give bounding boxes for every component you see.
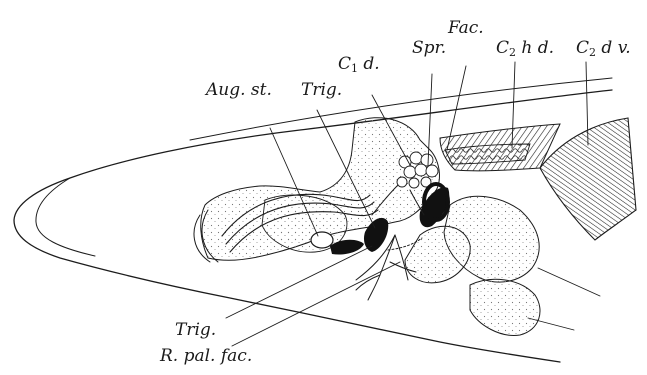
label-spr: Spr. <box>412 40 446 57</box>
label-c1d-main: C <box>338 54 351 74</box>
aug-st-eye-stalk <box>311 232 333 248</box>
label-c2dv-main: C <box>576 38 589 58</box>
label-c2hd: C2 h d. <box>496 40 554 58</box>
label-c2dv-rest: d v. <box>596 38 631 58</box>
label-trig-top: Trig. <box>301 82 342 99</box>
label-c2dv: C2 d v. <box>576 40 631 58</box>
label-c1d-sub: 1 <box>351 62 358 75</box>
label-trig-bottom: Trig. <box>175 322 216 339</box>
leader-right-upper <box>538 268 600 296</box>
label-fac: Fac. <box>448 20 484 37</box>
otic-lower-lobe <box>470 279 540 335</box>
label-c2hd-sub: 2 <box>509 46 516 59</box>
snout-inner-outline <box>36 178 95 256</box>
palatoquadrate <box>405 226 470 283</box>
label-c2hd-main: C <box>496 38 509 58</box>
label-c1d-rest: d. <box>358 54 380 74</box>
label-c2dv-sub: 2 <box>589 46 596 59</box>
label-r-pal-fac: R. pal. fac. <box>160 348 252 365</box>
label-c1d: C1 d. <box>338 56 380 74</box>
label-aug-st: Aug. st. <box>206 82 272 99</box>
label-c2hd-rest: h d. <box>516 38 554 58</box>
